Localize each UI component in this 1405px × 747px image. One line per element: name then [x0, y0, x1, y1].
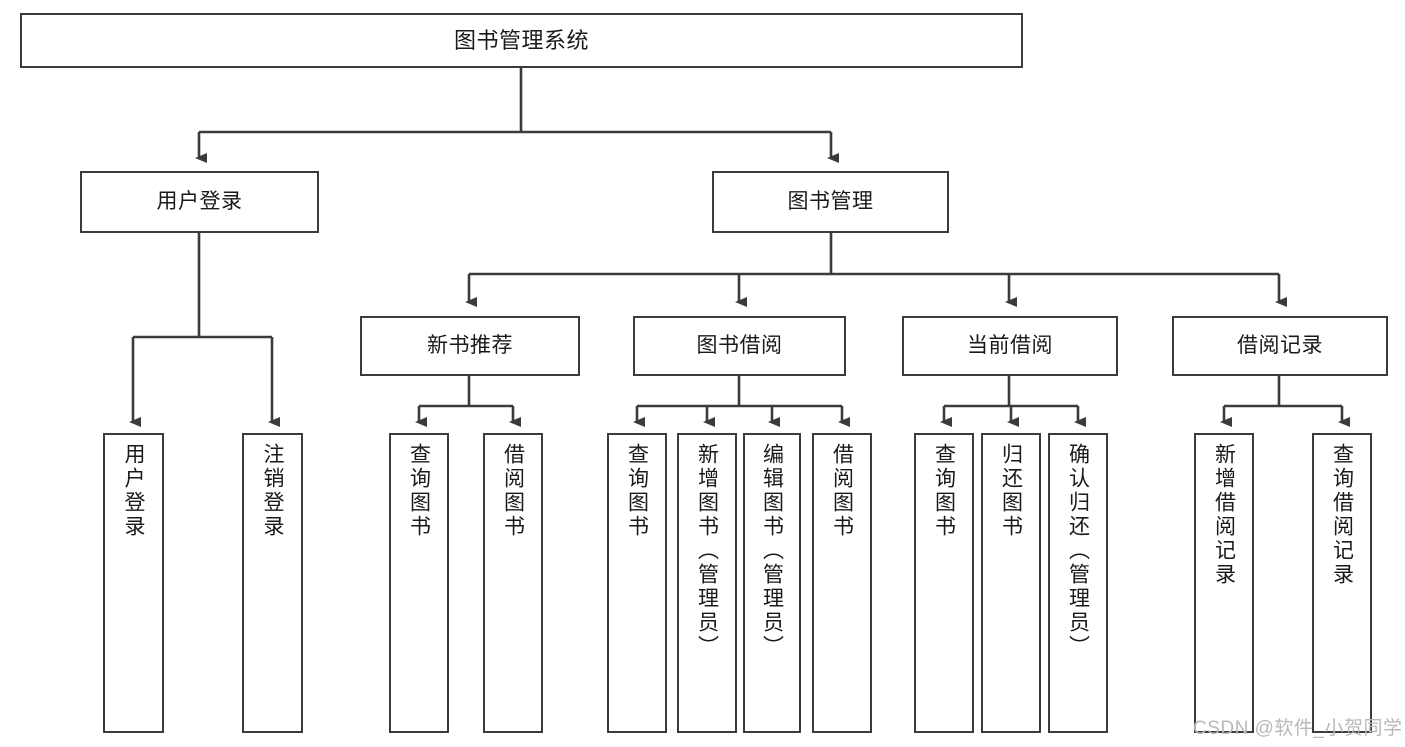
node-label: 查询图书 — [407, 443, 431, 539]
node-label: 借阅图书 — [501, 443, 525, 539]
leaf-add-book-admin[interactable]: 新增图书（管理员） — [677, 433, 737, 733]
leaf-borrow-book-recommend[interactable]: 借阅图书 — [483, 433, 543, 733]
node-label: 查询借阅记录 — [1330, 443, 1354, 587]
node-book-borrow[interactable]: 图书借阅 — [633, 316, 846, 376]
node-label: 图书管理系统 — [453, 27, 589, 53]
node-label: 用户登录 — [122, 443, 145, 539]
leaf-confirm-return-admin[interactable]: 确认归还（管理员） — [1048, 433, 1108, 733]
leaf-user-login[interactable]: 用户登录 — [103, 433, 164, 733]
node-label: 借阅记录 — [1237, 333, 1323, 357]
node-label: 图书借阅 — [696, 333, 783, 357]
node-label: 用户登录 — [156, 189, 243, 213]
leaf-add-borrow-record[interactable]: 新增借阅记录 — [1194, 433, 1254, 733]
leaf-query-borrow-record[interactable]: 查询借阅记录 — [1312, 433, 1372, 733]
leaf-query-book-current[interactable]: 查询图书 — [914, 433, 974, 733]
node-borrow-record[interactable]: 借阅记录 — [1172, 316, 1388, 376]
leaf-edit-book-admin[interactable]: 编辑图书（管理员） — [743, 433, 801, 733]
node-user-login[interactable]: 用户登录 — [80, 171, 319, 233]
node-root-system[interactable]: 图书管理系统 — [20, 13, 1023, 68]
node-book-management[interactable]: 图书管理 — [712, 171, 949, 233]
leaf-borrow-book[interactable]: 借阅图书 — [812, 433, 872, 733]
node-label: 图书管理 — [787, 189, 874, 213]
node-current-borrow[interactable]: 当前借阅 — [902, 316, 1118, 376]
leaf-logout[interactable]: 注销登录 — [242, 433, 303, 733]
csdn-watermark: CSDN @软件_小贺同学 — [1193, 718, 1403, 739]
node-label: 归还图书 — [999, 443, 1023, 539]
leaf-return-book[interactable]: 归还图书 — [981, 433, 1041, 733]
node-label: 查询图书 — [625, 443, 649, 539]
leaf-query-book-borrow[interactable]: 查询图书 — [607, 433, 667, 733]
node-label: 新增图书（管理员） — [695, 443, 719, 659]
node-label: 借阅图书 — [830, 443, 854, 539]
node-label: 确认归还（管理员） — [1066, 443, 1090, 659]
node-label: 查询图书 — [932, 443, 956, 539]
node-label: 新书推荐 — [427, 333, 513, 357]
node-label: 新增借阅记录 — [1212, 443, 1236, 587]
leaf-query-book-recommend[interactable]: 查询图书 — [389, 433, 449, 733]
node-label: 编辑图书（管理员） — [760, 443, 784, 659]
node-label: 当前借阅 — [967, 333, 1053, 357]
node-label: 注销登录 — [261, 443, 284, 539]
node-new-book-recommend[interactable]: 新书推荐 — [360, 316, 580, 376]
